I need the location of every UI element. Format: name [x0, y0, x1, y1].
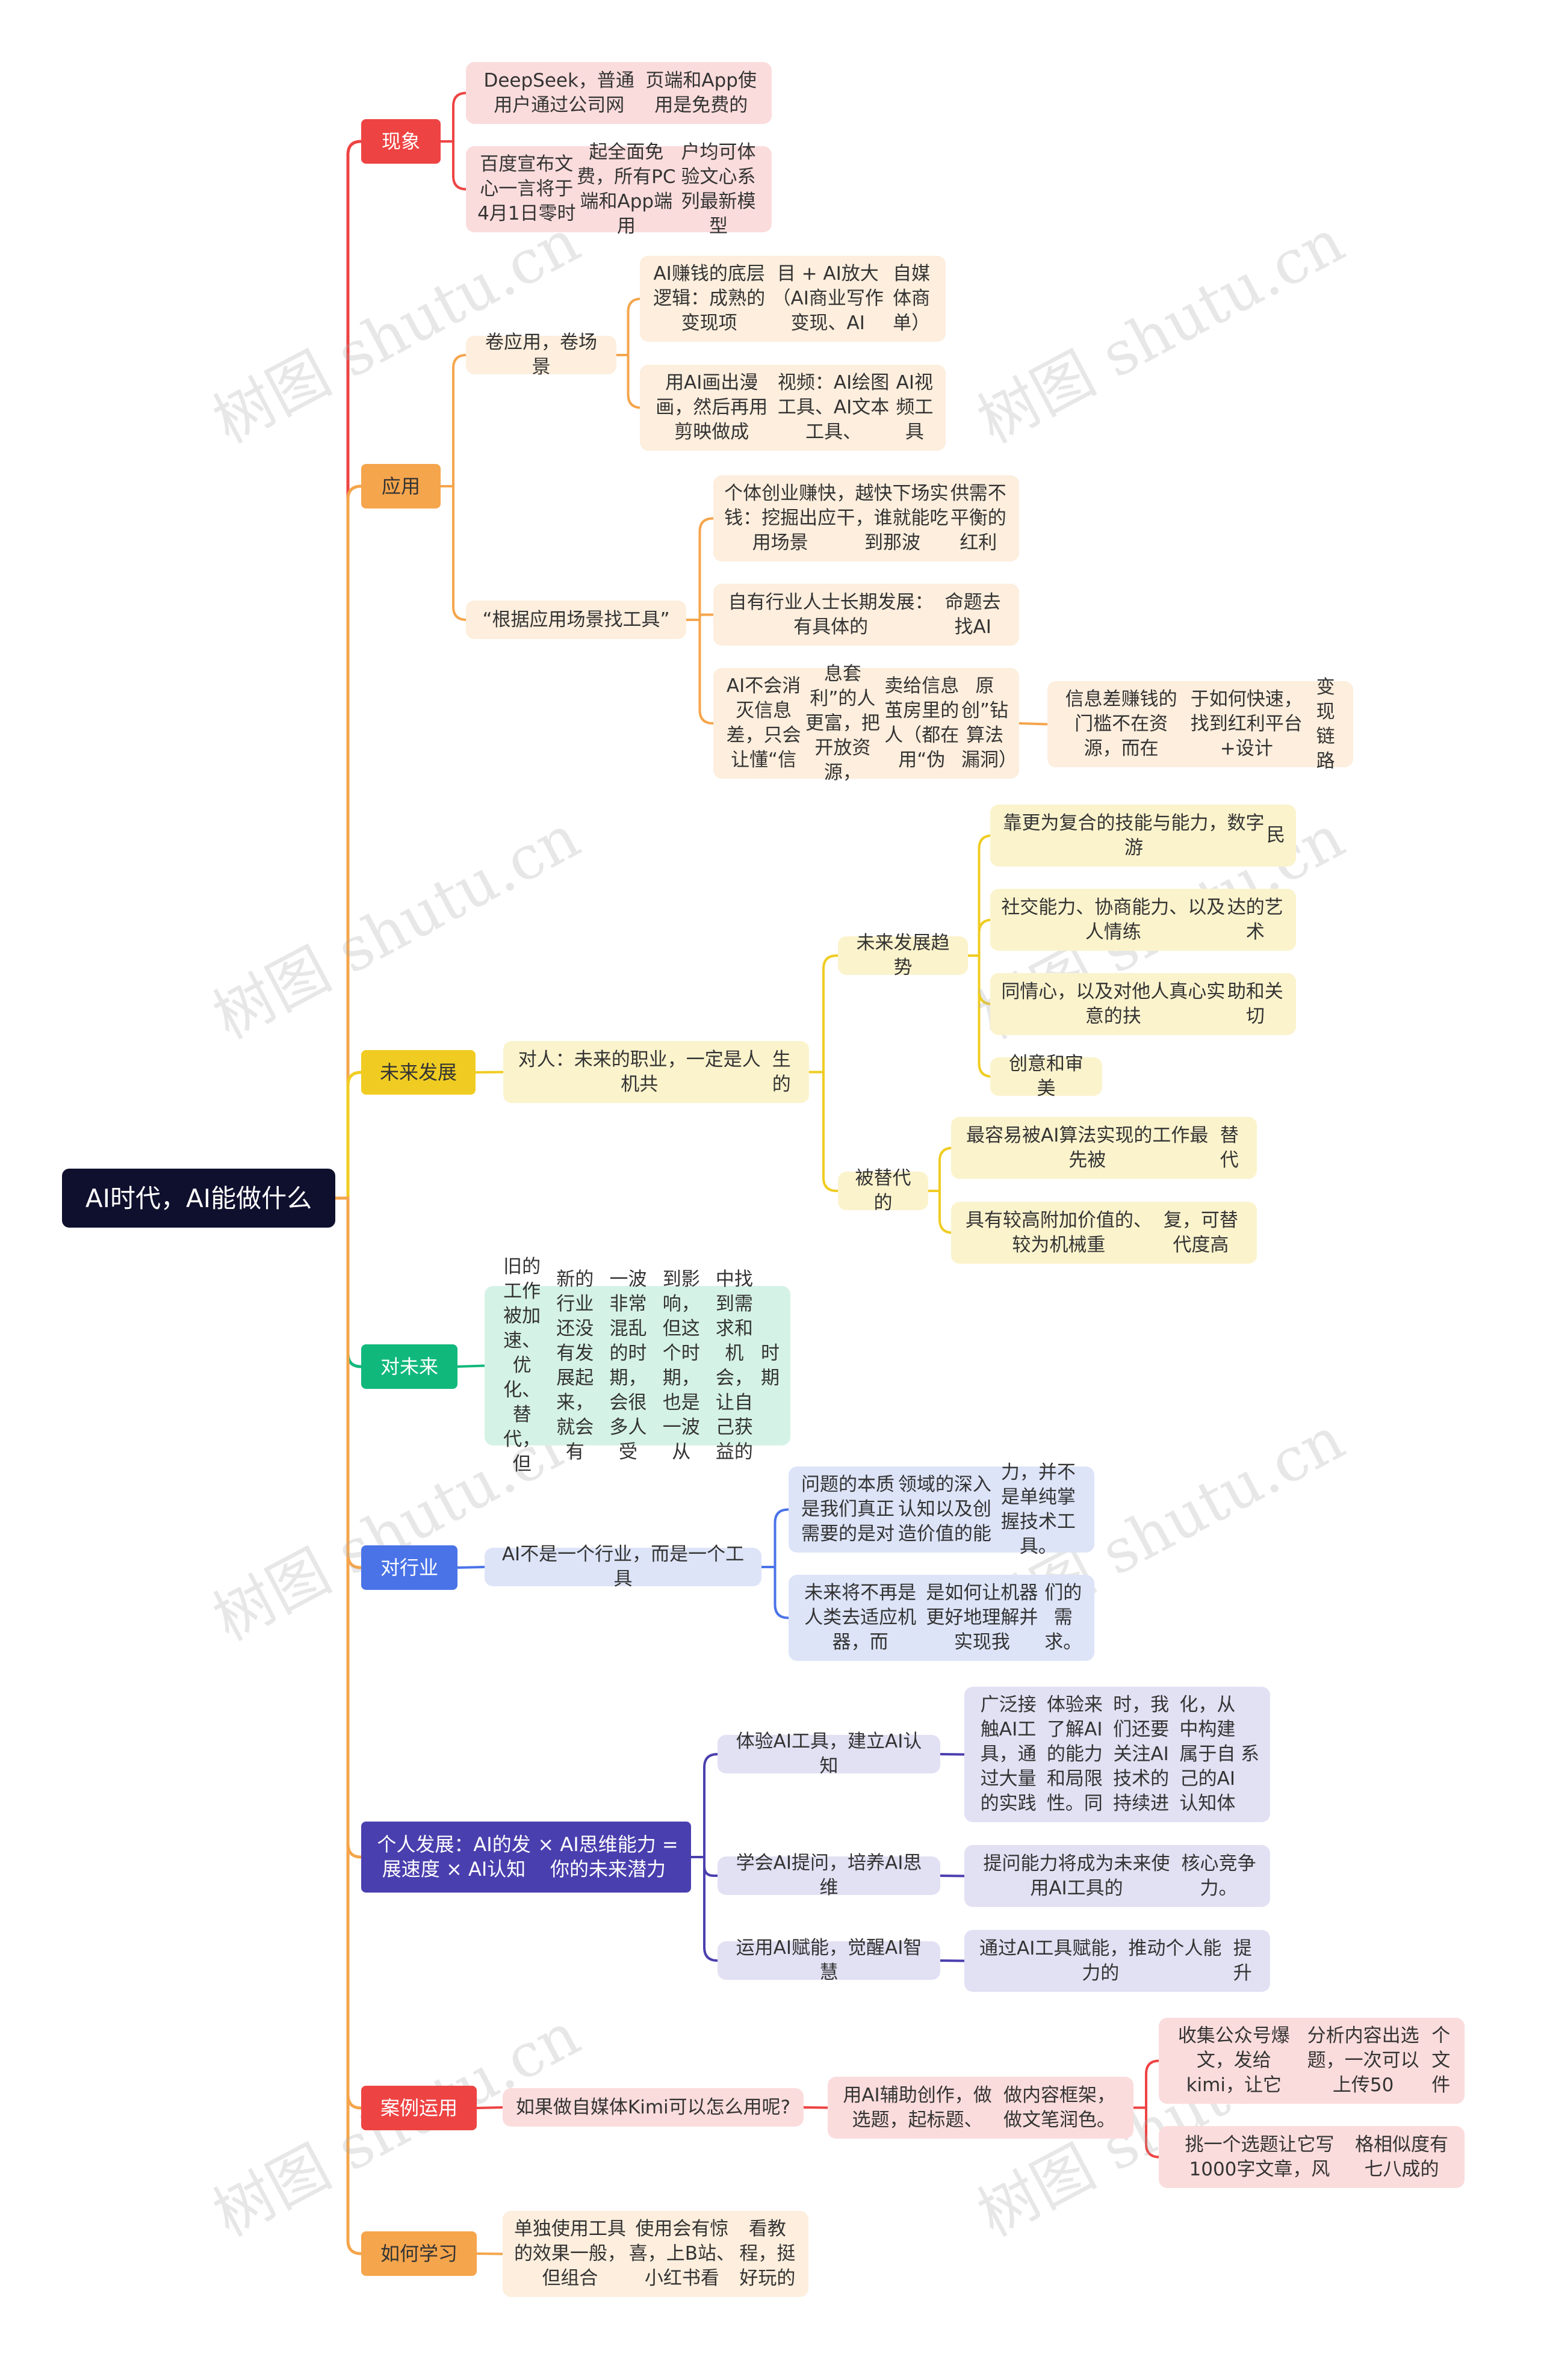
- branch-dui-weilai[interactable]: 对未来: [361, 1344, 457, 1389]
- connector: [439, 140, 467, 191]
- connector: [456, 1364, 486, 1368]
- connector: [967, 954, 993, 1078]
- zhao-item-3-detail[interactable]: 信息差赚钱的门槛不在资源，而在于如何快速，找到红利平台+设计变现链路: [1047, 676, 1353, 772]
- geren-item-2-detail[interactable]: 提问能力将成为未来使用AI工具的核心竞争力。: [964, 1845, 1270, 1907]
- anli-question[interactable]: 如果做自媒体Kimi可以怎么用呢?: [503, 2088, 804, 2127]
- trend-item-2[interactable]: 社交能力、协商能力、以及人情练达的艺术: [990, 889, 1296, 951]
- connector: [808, 954, 839, 1074]
- xianxiang-item-1[interactable]: DeepSeek，普通用户通过公司网页端和App使用是免费的: [466, 62, 772, 124]
- branch-dui-hangye[interactable]: 对行业: [361, 1545, 457, 1590]
- connector: [1132, 2059, 1160, 2109]
- zhao-item-1[interactable]: 个体创业赚快钱：挖掘出应用场景，越快下场实干，谁就能吃到那波供需不平衡的红利: [713, 475, 1019, 561]
- connector: [1018, 722, 1049, 726]
- branch-geren[interactable]: 个人发展：AI的发展速度 × AI认知× AI思维能力 = 你的未来潜力: [361, 1822, 691, 1893]
- geren-item-1[interactable]: 体验AI工具，建立AI认知: [718, 1731, 940, 1777]
- trend-item-4[interactable]: 创意和审美: [990, 1053, 1102, 1099]
- trend-item-3[interactable]: 同情心，以及对他人真心实意的扶助和关切: [990, 973, 1296, 1035]
- dui-hangye-item-1[interactable]: 问题的本质是我们真正需要的是对领域的深入认知以及创造价值的能力，并不是单纯掌握技…: [789, 1462, 1094, 1557]
- zhao-item-3[interactable]: AI不会消灭信息差，只会让懂“信息套利”的人更富，把开放资源，卖给信息茧房里的人…: [713, 663, 1019, 784]
- connector: [927, 1190, 953, 1234]
- xianxiang-item-2[interactable]: 百度宣布文心一言将于4月1日零时起全面免费，所有PC端和App端用户均可体验文心…: [466, 141, 772, 237]
- connector: [760, 1508, 790, 1568]
- connector: [333, 1196, 363, 2255]
- branch-xianxiang[interactable]: 现象: [361, 119, 441, 164]
- branch-xuexi[interactable]: 如何学习: [361, 2231, 477, 2276]
- connector: [685, 517, 715, 621]
- connector: [1132, 2106, 1160, 2159]
- connector: [615, 297, 642, 356]
- weilai-trend[interactable]: 未来发展趋势: [838, 932, 968, 978]
- yingyong-juan[interactable]: 卷应用，卷场景: [466, 332, 616, 378]
- dui-hangye-sub[interactable]: AI不是一个行业，而是一个工具: [485, 1544, 761, 1590]
- connector: [690, 1753, 719, 1858]
- branch-anli[interactable]: 案例运用: [361, 2086, 477, 2130]
- connector: [967, 918, 993, 957]
- weilai-dui-ren[interactable]: 对人：未来的职业，一定是人机共生的: [503, 1041, 809, 1103]
- connector: [760, 1566, 790, 1619]
- geren-item-2[interactable]: 学会AI提问，培养AI思维: [718, 1852, 940, 1899]
- connector: [685, 613, 715, 621]
- geren-item-3[interactable]: 运用AI赋能，觉醒AI智慧: [718, 1937, 940, 1983]
- connector: [802, 2106, 829, 2109]
- replace-item-1[interactable]: 最容易被AI算法实现的工作最先被替代: [951, 1117, 1257, 1179]
- branch-yingyong[interactable]: 应用: [361, 464, 441, 508]
- trend-item-1[interactable]: 靠更为复合的技能与能力，数字游民: [990, 805, 1296, 867]
- connector: [808, 1071, 839, 1192]
- geren-item-3-detail[interactable]: 通过AI工具赋能，推动个人能力的提升: [964, 1930, 1270, 1992]
- dui-hangye-item-2[interactable]: 未来将不再是人类去适应机器，而是如何让机器更好地理解并实现我们的需求。: [789, 1575, 1094, 1661]
- connector: [439, 485, 467, 621]
- connector: [476, 2106, 504, 2109]
- geren-item-1-detail[interactable]: 广泛接触AI工具，通过大量的实践体验来了解AI的能力和局限性。同时，我们还要关注…: [964, 1687, 1270, 1822]
- connector: [333, 1071, 363, 1200]
- zhao-item-2[interactable]: 自有行业人士长期发展：有具体的命题去找AI: [713, 584, 1019, 646]
- connector: [927, 1146, 953, 1192]
- anli-answer[interactable]: 用AI辅助创作，做选题，起标题、做内容框架，做文笔润色。: [828, 2077, 1133, 2139]
- root-node[interactable]: AI时代，AI能做什么: [62, 1169, 335, 1228]
- branch-weilai[interactable]: 未来发展: [361, 1050, 476, 1095]
- connector: [439, 91, 467, 143]
- connector: [685, 619, 715, 725]
- xuexi-text[interactable]: 单独使用工具的效果一般，但组合使用会有惊喜，上B站、小红书看看教程，挺好玩的: [503, 2211, 808, 2297]
- connector: [474, 1071, 504, 1074]
- connector: [456, 1566, 486, 1569]
- connector: [615, 354, 642, 409]
- weilai-replace[interactable]: 被替代的: [838, 1167, 928, 1214]
- juan-item-2[interactable]: 用AI画出漫画，然后再用剪映做成视频：AI绘图工具、AI文本工具、AI视频工具: [640, 365, 946, 451]
- yingyong-zhao[interactable]: “根据应用场景找工具”: [466, 601, 686, 639]
- connector: [939, 1753, 966, 1756]
- connector: [690, 1856, 719, 1962]
- dui-weilai-text[interactable]: 旧的工作被加速、优化、替代，但新的行业还没有发展起来，就会有一波非常混乱的时期，…: [485, 1256, 790, 1475]
- connector: [439, 354, 467, 487]
- connector: [333, 484, 363, 1200]
- anli-item-2[interactable]: 挑一个选题让它写1000字文章，风格相似度有七八成的: [1159, 2126, 1465, 2188]
- replace-item-2[interactable]: 具有较高附加价值的、较为机械重复，可替代度高: [951, 1202, 1257, 1264]
- connector: [333, 140, 363, 1200]
